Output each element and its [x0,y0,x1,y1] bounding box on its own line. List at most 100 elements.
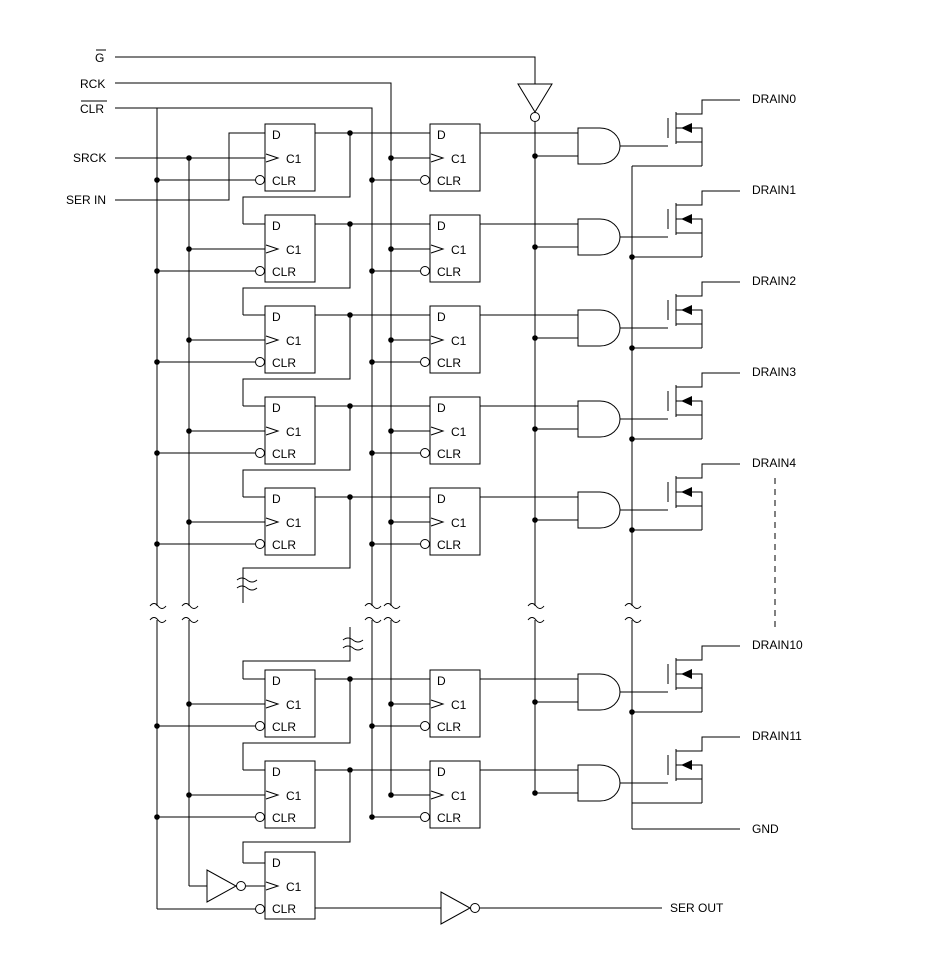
stage-2-mosfet-drain [676,281,740,297]
stage-5-shift-flipflop-d-pin: D [272,674,281,688]
stage-1-mosfet-drain [676,190,740,206]
stage-3-mosfet-source [676,414,703,439]
ser-out-inverter-bubble [470,903,480,913]
stage-3-shift-flipflop-d-pin: D [272,401,281,415]
stage-1-shift-flipflop-clr-pin: CLR [272,265,296,279]
stage-2-shift-flipflop [264,305,316,374]
stage-4-shift-flipflop-c1-pin: C1 [286,516,302,530]
last-ff-clr-bubble [255,904,265,914]
stage-0-mosfet-drain [676,99,740,115]
stage-6-and-gate [577,764,621,802]
stage-2-shift-flipflop-clock-mark [265,335,280,345]
stage-2-storage-clr-dot [369,359,375,365]
stage-2-storage-flipflop-clr-pin: CLR [437,356,461,370]
stage-5-mosfet-arrow [681,669,692,679]
stage-6-storage-flipflop-d-pin: D [437,765,446,779]
stage-4-storage-flipflop-clr-pin: CLR [437,538,461,552]
stage-0-storage-clock-dot [388,155,394,161]
stage-1-storage-flipflop-c1-pin: C1 [451,243,467,257]
stage-6-shift-flipflop-clock-mark [265,790,280,800]
stage-1-shift-flipflop-d-pin: D [272,219,281,233]
stage-6-shift-flipflop-clr-pin: CLR [272,811,296,825]
stage-0-storage-flipflop-c1-pin: C1 [451,152,467,166]
stage-5-shift-flipflop-clr-pin: CLR [272,720,296,734]
stage-4-storage-clr-dot [369,541,375,547]
stage-5-storage-flipflop [429,669,481,738]
stage-5-mosfet-source [676,687,703,712]
stage-5-shift-flipflop-clock-mark [265,699,280,709]
stage-4-storage-flipflop-c1-pin: C1 [451,516,467,530]
stage-0-storage-flipflop-clock-mark [430,153,445,163]
last-ff-c1: C1 [286,880,302,894]
stage-2-storage-flipflop [429,305,481,374]
stage-6-shift-clr-dot [154,814,160,820]
drain1-label: DRAIN1 [752,183,796,197]
stage-0-shift-flipflop-clr-pin: CLR [272,174,296,188]
stage-6-shift-flipflop [264,760,316,829]
stage-0-shift-flipflop-c1-pin: C1 [286,152,302,166]
stage-4-mosfet-source [676,505,703,530]
stage-3-mosfet-drain [676,372,740,388]
stage-2-storage-flipflop-clr-bubble [420,357,430,367]
stage-3-mosfet-arrow [681,396,692,406]
stage-0-storage-flipflop-clr-bubble [420,175,430,185]
stage-2-shift-clr-dot [154,359,160,365]
stage-5-storage-flipflop-clr-pin: CLR [437,720,461,734]
drain10-label: DRAIN10 [752,638,803,652]
stage-4-shift-clr-dot [154,541,160,547]
stage-0-g-dot [532,153,538,159]
stage-1-shift-flipflop-c1-pin: C1 [286,243,302,257]
stage-0-shift-flipflop-d-pin: D [272,128,281,142]
stage-4-g-dot [532,517,538,523]
stage-0-storage-flipflop-d-pin: D [437,128,446,142]
stage-6-g-dot [532,790,538,796]
drain4-label: DRAIN4 [752,456,796,470]
clock-inverter-bubble [236,881,246,891]
stage-3-and-gate [577,400,621,438]
stage-3-chain-wire [242,406,351,497]
stage-6-storage-flipflop-clock-mark [430,790,445,800]
stage-5-chain-wire [242,679,351,770]
stage-3-storage-clock-dot [388,428,394,434]
stage-2-shift-flipflop-d-pin: D [272,310,281,324]
stage-4-shift-flipflop-d-pin: D [272,492,281,506]
stage-1-mosfet-arrow [681,214,692,224]
stage-2-chain-wire [242,315,351,406]
stage-6-storage-flipflop [429,760,481,829]
stage-5-gnd-dot [629,709,635,715]
stage-3-storage-flipflop-clr-bubble [420,448,430,458]
drain0-label: DRAIN0 [752,92,796,106]
gnd-label: GND [752,822,779,836]
stage-1-and-gate [577,218,621,256]
stage-2-storage-clock-dot [388,337,394,343]
stage-3-shift-flipflop-c1-pin: C1 [286,425,302,439]
stage-1-shift-clr-dot [154,268,160,274]
drain11-label: DRAIN11 [752,729,802,743]
stage-0-shift-clock-dot [186,155,192,161]
stage-5-mosfet-drain [676,645,740,661]
stage-4-mosfet-drain [676,463,740,479]
stage-0-storage-flipflop-clr-pin: CLR [437,174,461,188]
stage-5-chain-in [242,655,351,679]
stage-5-storage-flipflop-clock-mark [430,699,445,709]
stage-0-storage-flipflop [429,123,481,192]
last-shift-stage: D C1 CLR SER OUT [157,773,724,925]
stage-1-storage-flipflop-clock-mark [430,244,445,254]
stage-2-mosfet-arrow [681,305,692,315]
stage-4-shift-flipflop-clr-bubble [255,539,265,549]
last-ff-clr: CLR [272,902,296,916]
stage-4-storage-flipflop-d-pin: D [437,492,446,506]
g-label: G [95,51,104,65]
stage-6-mosfet-arrow [681,760,692,770]
stage-3-gnd-dot [629,436,635,442]
stage-4-shift-flipflop-clock-mark [265,517,280,527]
stage-3-shift-flipflop-clr-bubble [255,448,265,458]
stage-4-shift-flipflop-clr-pin: CLR [272,538,296,552]
stage-0-mosfet-source [676,141,703,166]
stage-5-storage-flipflop-c1-pin: C1 [451,698,467,712]
stage-5-storage-clock-dot [388,701,394,707]
clr-label: CLR [80,102,104,116]
